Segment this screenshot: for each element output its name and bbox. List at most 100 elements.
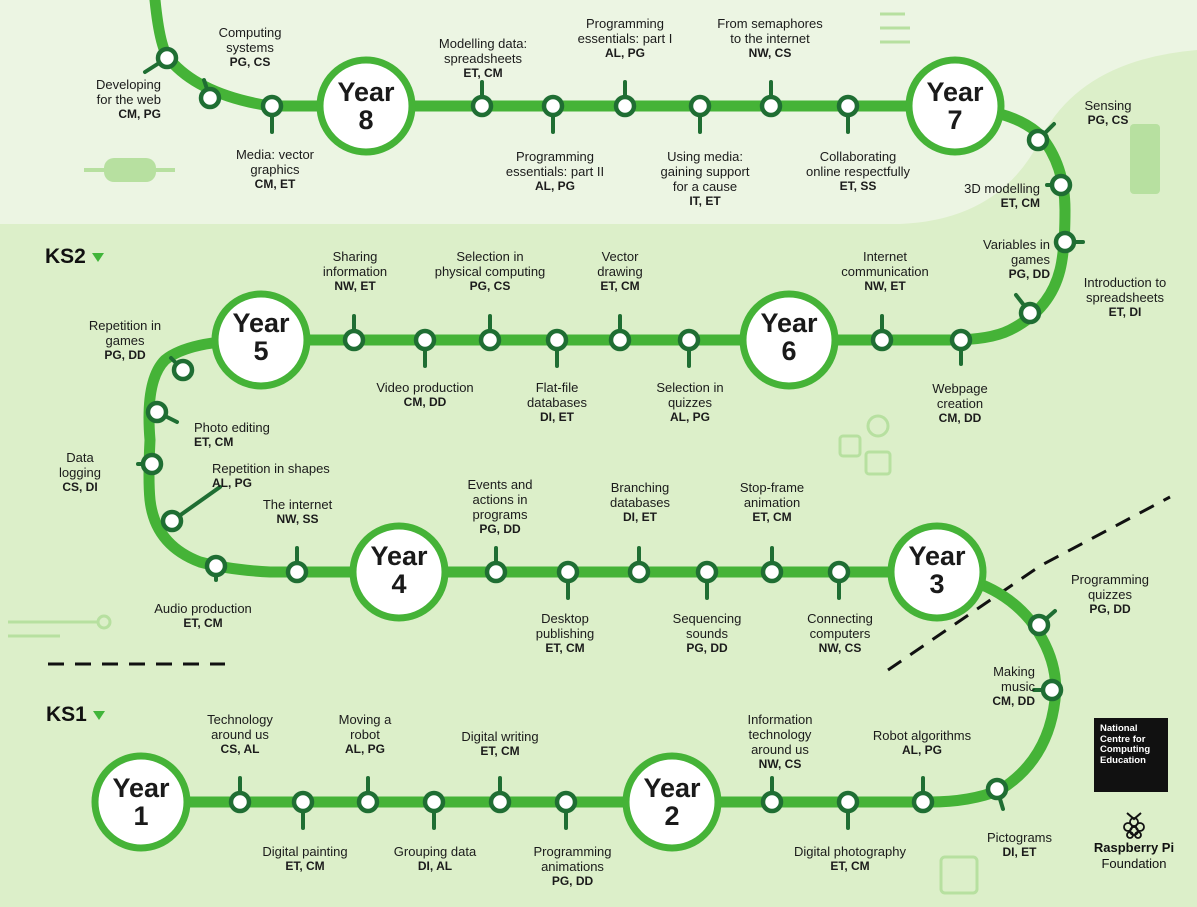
- station-marker: [760, 790, 784, 814]
- unit-codes: ET, CM: [463, 66, 503, 80]
- station-marker: [413, 328, 437, 352]
- station-marker: [911, 790, 935, 814]
- unit-name-line: Selection in: [456, 249, 524, 264]
- unit-name-line: Connecting: [807, 611, 873, 626]
- station-marker: [140, 452, 164, 476]
- unit-codes: NW, SS: [276, 512, 319, 526]
- unit-name-line: computers: [809, 626, 871, 641]
- unit-codes: ET, DI: [1108, 305, 1142, 319]
- unit-name-line: publishing: [535, 626, 595, 641]
- flow-box-decoration: [864, 450, 892, 476]
- unit-name-line: Flat-file: [535, 380, 579, 395]
- year-circle-1: [91, 752, 191, 852]
- station-marker: [285, 560, 309, 584]
- unit-name-line: databases: [610, 495, 670, 510]
- unit-name-line: Programming: [533, 844, 612, 859]
- unit-name-line: Pictograms: [986, 830, 1053, 845]
- unit-name-line: Data: [66, 450, 94, 465]
- cpu-decoration: [939, 855, 979, 895]
- resistor-decoration: [104, 158, 156, 182]
- station-marker: [949, 328, 973, 352]
- unit-codes: PG, CS: [1087, 113, 1129, 127]
- unit-codes: AL, PG: [534, 179, 575, 193]
- unit-name-line: for the web: [96, 92, 161, 107]
- year-circle-5: [211, 290, 311, 390]
- unit-name-line: Video production: [376, 380, 474, 395]
- ks1-heading: KS1: [46, 703, 105, 727]
- unit-codes: AL, PG: [212, 476, 253, 490]
- ks2-label: KS2: [45, 245, 86, 268]
- station-marker: [1049, 173, 1073, 197]
- unit-name-line: around us: [211, 727, 269, 742]
- unit-name-line: Repetition in: [88, 318, 162, 333]
- ks-divider-right: [887, 495, 1171, 672]
- year-circle-2: [622, 752, 722, 852]
- unit-codes: PG, CS: [229, 55, 271, 69]
- station-marker: [541, 94, 565, 118]
- unit-codes: CM, DD: [403, 395, 447, 409]
- unit-codes: PG, DD: [104, 348, 146, 362]
- unit-name-line: Robot algorithms: [872, 728, 972, 743]
- station-marker: [836, 94, 860, 118]
- station-marker: [688, 94, 712, 118]
- unit-codes: CS, DI: [62, 480, 98, 494]
- unit-name-line: essentials: part II: [505, 164, 605, 179]
- unit-name-line: animations: [541, 859, 604, 874]
- station-marker: [1053, 230, 1077, 254]
- unit-codes: PG, DD: [479, 522, 521, 536]
- unit-name-line: graphics: [250, 162, 300, 177]
- station-marker: [1040, 678, 1064, 702]
- unit-name-line: music: [1001, 679, 1035, 694]
- year-circle-6: [739, 290, 839, 390]
- station-marker: [160, 509, 184, 533]
- unit-codes: DI, AL: [417, 859, 453, 873]
- station-marker: [484, 560, 508, 584]
- unit-name-line: Digital photography: [793, 844, 907, 859]
- station-marker: [1027, 613, 1051, 637]
- station-marker: [608, 328, 632, 352]
- station-marker: [759, 94, 783, 118]
- unit-name-line: animation: [743, 495, 801, 510]
- station-marker: [422, 790, 446, 814]
- unit-name-line: databases: [527, 395, 587, 410]
- unit-name-line: Programming: [585, 16, 665, 31]
- unit-name-line: Using media:: [667, 149, 743, 164]
- station-marker: [204, 554, 228, 578]
- unit-codes: ET, CM: [752, 510, 792, 524]
- station-marker: [145, 400, 169, 424]
- unit-codes: ET, CM: [194, 435, 234, 449]
- unit-name-line: communication: [841, 264, 929, 279]
- unit-name-line: games: [1010, 252, 1050, 267]
- station-marker: [677, 328, 701, 352]
- unit-name-line: essentials: part I: [577, 31, 673, 46]
- raspberry-icon: [1123, 812, 1145, 839]
- route-line: [143, 0, 1071, 808]
- station-marker: [836, 790, 860, 814]
- station-marker: [171, 358, 195, 382]
- unit-name-line: Repetition in shapes: [212, 461, 330, 476]
- unit-codes: AL, PG: [901, 743, 942, 757]
- unit-codes: DI, ET: [539, 410, 574, 424]
- station-marker: [985, 777, 1009, 801]
- unit-name-line: The internet: [262, 497, 333, 512]
- ks2-heading: KS2: [45, 245, 104, 269]
- chip-decoration: [1130, 124, 1160, 194]
- unit-name-line: Audio production: [154, 601, 252, 616]
- unit-codes: DI, ET: [1002, 845, 1037, 859]
- unit-codes: PG, DD: [1089, 602, 1131, 616]
